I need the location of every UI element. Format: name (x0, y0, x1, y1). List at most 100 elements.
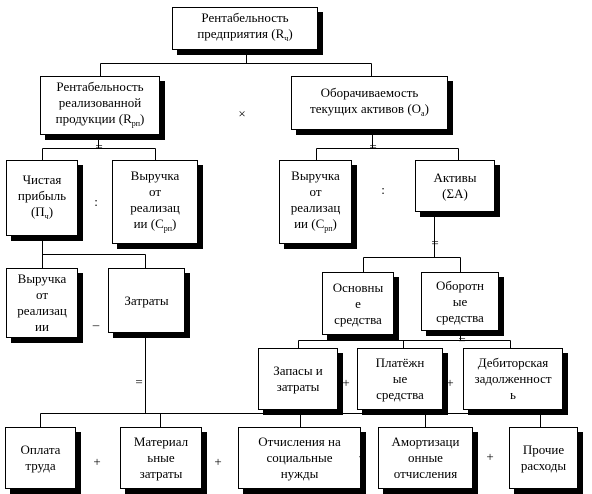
label-text: ) (48, 203, 54, 219)
node-label-line: ые (436, 294, 484, 310)
label-text: ) (140, 111, 145, 126)
node-label-line: (Пч) (18, 204, 66, 225)
label-text: ) (424, 100, 429, 116)
label-text: ) (172, 215, 177, 231)
label-text: затраты (276, 379, 320, 394)
node-label: Активы(ΣА) (433, 170, 476, 202)
label-text: Оборотн (436, 277, 484, 293)
label-text: предприятия (R (197, 26, 285, 41)
label-text: средства (376, 387, 424, 402)
operator-equals-assets: = (431, 235, 439, 250)
node-label-line: Выручка (291, 168, 341, 184)
label-text: Отчисления на (258, 434, 341, 449)
label-text: средства (334, 311, 382, 327)
connector-assets (363, 212, 461, 272)
label-text: е (355, 295, 361, 311)
node-label-line: продукции (Rрп) (56, 111, 145, 132)
node-label-line: Рентабельность (56, 79, 145, 95)
label-text: Материал (133, 434, 189, 449)
label-text: ьные (147, 450, 175, 465)
label-text: от (309, 183, 322, 199)
label-text: (ΣА) (442, 186, 468, 201)
node-label-line: Запасы и (273, 363, 323, 379)
label-subscript: рп (324, 223, 333, 233)
node-label-line: ии (17, 319, 67, 335)
node-label-line: Дебиторская (474, 355, 551, 371)
node-label-line: реализац (130, 200, 180, 216)
node-label-line: от (130, 184, 180, 200)
operator-plus-b2: + (214, 454, 222, 469)
label-text: отчисления (393, 466, 458, 481)
node-label-line: социальные (258, 450, 340, 466)
node-label-line: Прочие (521, 442, 566, 458)
label-text: Оборачиваемость (320, 84, 419, 100)
connector-current-assets (298, 331, 511, 348)
node-label-line: реализац (17, 303, 67, 319)
label-text: ) (288, 26, 293, 41)
operator-equals-r-rp: = (95, 139, 103, 154)
node-label-line: Амортизаци (392, 434, 460, 450)
label-text: ии (35, 319, 49, 334)
node-label-line: Активы (433, 170, 476, 186)
connector-profit (42, 236, 146, 268)
label-text: Выручка (17, 271, 67, 286)
label-subscript: ч (44, 211, 49, 221)
label-text: Оплата (20, 442, 61, 457)
operator-plus-b3: + (358, 449, 366, 464)
node-label-line: затраты (134, 466, 188, 482)
label-text: Запасы и (273, 363, 323, 378)
label-text: продукции (R (55, 111, 132, 126)
label-text: Выручка (291, 167, 340, 183)
node-label-line: текущих активов (Оа) (310, 101, 429, 122)
label-text: текущих активов (О (310, 100, 422, 116)
node-label-line: расходы (521, 458, 566, 474)
node-label-line: средства (376, 387, 425, 403)
node-label-line: онные (392, 450, 460, 466)
node-label-line: средства (436, 310, 484, 326)
label-text: прибыль (17, 187, 67, 203)
connector-costs (40, 333, 541, 427)
label-subscript: рп (163, 223, 173, 233)
node-label-line: от (291, 184, 341, 200)
label-text: нужды (280, 466, 319, 481)
label-text: средства (436, 309, 484, 325)
label-text: Чистая (22, 171, 62, 187)
operator-divide-left: : (94, 194, 98, 209)
label-text: ии (С (133, 215, 164, 231)
node-label-line: нужды (258, 466, 340, 482)
label-text: от (35, 287, 48, 302)
label-text: Дебиторская (477, 355, 549, 370)
label-text: реализац (290, 199, 341, 215)
operator-plus-1: + (342, 375, 350, 390)
label-text: ) (332, 215, 337, 231)
node-label-line: ии (Срп) (291, 216, 341, 237)
node-label-line: Рентабельность (197, 10, 292, 26)
node-label-line: ии (Срп) (130, 216, 180, 237)
node-label-line: Отчисления на (258, 434, 340, 450)
node-label-line: задолженност (474, 371, 551, 387)
node-label-line: е (333, 296, 383, 312)
label-text: реализованной (58, 95, 142, 110)
node-costs: Затраты (108, 268, 185, 333)
label-text: ые (452, 293, 468, 309)
label-text: социальные (266, 450, 333, 465)
node-label-line: труда (21, 458, 61, 474)
